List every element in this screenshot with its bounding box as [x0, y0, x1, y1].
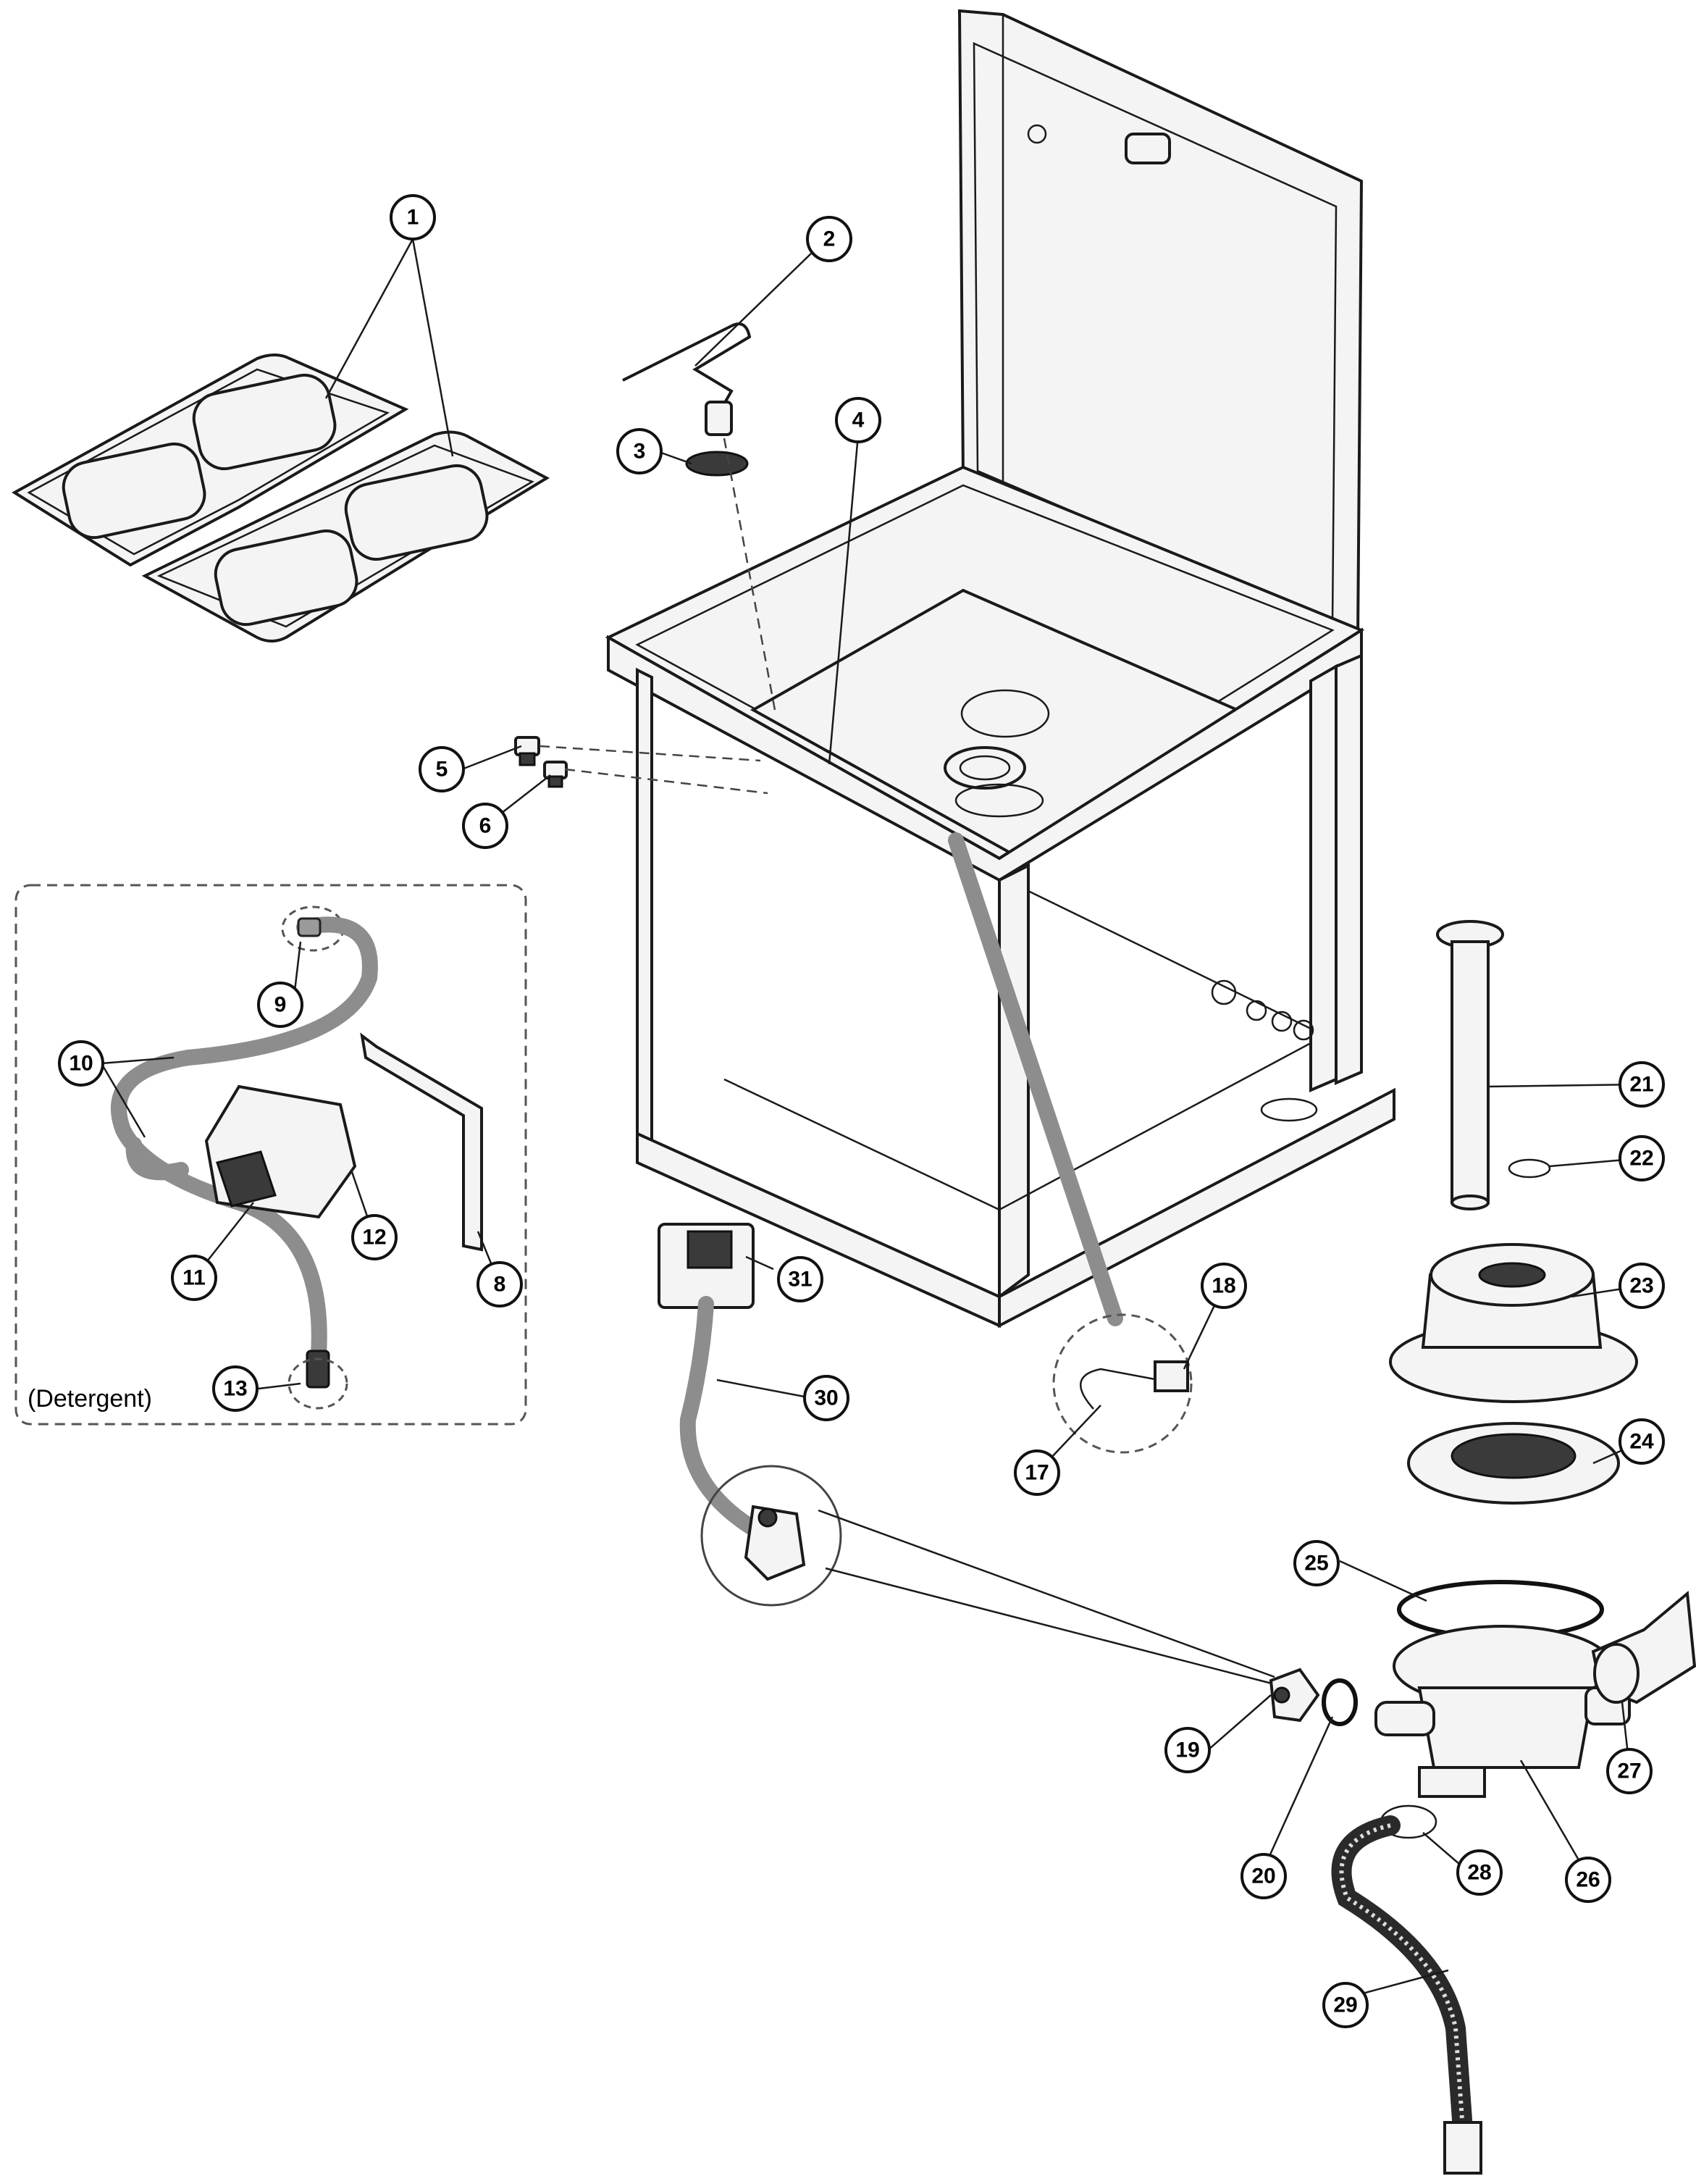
o-ring-20 — [1322, 1678, 1358, 1726]
callout-label: 25 — [1304, 1552, 1328, 1576]
callout-label: 28 — [1467, 1861, 1491, 1885]
drain-cap-19 — [1269, 1668, 1320, 1723]
tray-assembly — [12, 353, 550, 643]
tank-frame — [605, 465, 1395, 1329]
detergent-box — [14, 884, 527, 1426]
callout-label: 23 — [1629, 1274, 1653, 1298]
callout-27: 27 — [1606, 1748, 1653, 1794]
callout-20: 20 — [1240, 1853, 1287, 1899]
gasket — [685, 451, 749, 477]
callout-6: 6 — [462, 803, 508, 849]
drain-hose-assembly — [658, 1223, 1275, 1686]
callout-label: 24 — [1629, 1430, 1654, 1454]
callout-label: 12 — [362, 1226, 386, 1250]
callout-label: 19 — [1175, 1739, 1199, 1762]
callout-24: 24 — [1619, 1418, 1665, 1465]
callout-28: 28 — [1456, 1849, 1503, 1896]
detergent-caption: (Detergent) — [28, 1385, 152, 1413]
callout-18: 18 — [1201, 1263, 1247, 1309]
drain-hose-29 — [1331, 1815, 1482, 2175]
callout-9: 9 — [257, 982, 303, 1028]
callout-8: 8 — [477, 1261, 523, 1308]
callout-label: 2 — [823, 227, 836, 251]
callout-30: 30 — [803, 1375, 849, 1421]
hood — [957, 9, 1364, 640]
callout-label: 1 — [407, 206, 419, 230]
callout-label: 13 — [223, 1377, 247, 1401]
probe-wire — [948, 832, 1193, 1454]
callout-label: 27 — [1617, 1760, 1641, 1783]
o-ring-22 — [1508, 1158, 1551, 1179]
elbow-27 — [1591, 1591, 1696, 1704]
callout-label: 29 — [1333, 1993, 1357, 2017]
callout-12: 12 — [351, 1214, 398, 1260]
callout-label: 3 — [634, 440, 646, 464]
callout-19: 19 — [1164, 1727, 1211, 1773]
heating-element — [622, 322, 752, 436]
callout-label: 30 — [814, 1386, 838, 1410]
callout-11: 11 — [171, 1255, 217, 1301]
callout-25: 25 — [1293, 1540, 1340, 1586]
callout-label: 18 — [1212, 1274, 1235, 1298]
callout-label: 20 — [1251, 1865, 1275, 1888]
callout-2: 2 — [806, 216, 852, 262]
callout-label: 5 — [436, 758, 448, 782]
callout-label: 21 — [1629, 1073, 1653, 1097]
callout-label: 22 — [1629, 1147, 1653, 1171]
callout-label: 6 — [479, 814, 492, 838]
callout-label: 8 — [494, 1273, 506, 1297]
callout-22: 22 — [1619, 1135, 1665, 1181]
callout-23: 23 — [1619, 1263, 1665, 1309]
callout-3: 3 — [616, 428, 663, 474]
drain-body-26 — [1374, 1625, 1631, 1798]
callout-5: 5 — [419, 746, 465, 792]
basket-24 — [1407, 1422, 1620, 1505]
callout-13: 13 — [212, 1365, 259, 1412]
callout-label: 26 — [1576, 1868, 1600, 1892]
callout-4: 4 — [835, 397, 881, 443]
callout-1: 1 — [390, 194, 436, 240]
callout-21: 21 — [1619, 1061, 1665, 1108]
callout-17: 17 — [1014, 1449, 1060, 1496]
callout-26: 26 — [1565, 1857, 1611, 1903]
callout-label: 17 — [1025, 1461, 1049, 1485]
strainer-23 — [1389, 1243, 1638, 1403]
callout-label: 31 — [788, 1268, 812, 1292]
callout-label: 10 — [69, 1052, 93, 1076]
callout-29: 29 — [1322, 1982, 1369, 2028]
overflow-tube — [1436, 920, 1504, 1210]
callout-31: 31 — [777, 1256, 823, 1302]
switch-6 — [543, 761, 568, 788]
callout-label: 9 — [274, 993, 287, 1017]
callout-10: 10 — [58, 1040, 104, 1087]
callout-label: 11 — [182, 1266, 206, 1290]
switch-5 — [514, 736, 540, 766]
callout-label: 4 — [852, 409, 865, 432]
